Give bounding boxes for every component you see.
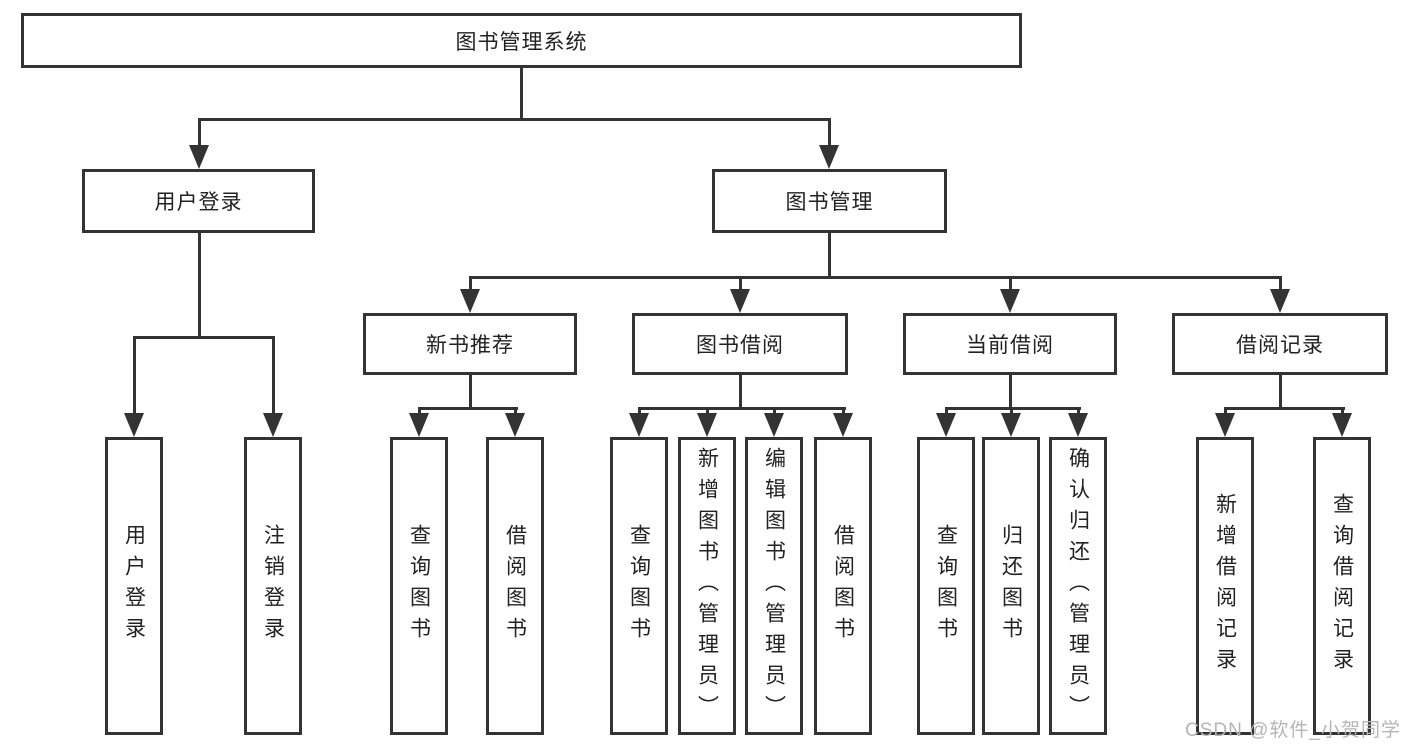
- node-label: 注销登录: [261, 524, 285, 648]
- node-label: 新增借阅记录: [1213, 493, 1237, 679]
- csdn-watermark: CSDN @软件_小贺同学: [1185, 720, 1401, 741]
- node-label: 新增图书（管理员）: [695, 446, 719, 726]
- connector-leg: [773, 407, 776, 417]
- node-label: 用户登录: [122, 524, 146, 648]
- connector-group-rail: [638, 407, 846, 410]
- node-book-borrowing: 图书借阅: [632, 313, 848, 375]
- node-label: 查询图书: [934, 524, 958, 648]
- arrow-down-icon: [1215, 413, 1235, 437]
- connector-leg: [418, 407, 421, 417]
- connector-leg: [706, 407, 709, 417]
- node-leaf-confirm-return-admin: 确认归还（管理员）: [1049, 437, 1107, 735]
- node-leaf-edit-book-admin: 编辑图书（管理员）: [745, 437, 803, 735]
- node-leaf-borrow-books-recommend: 借阅图书: [486, 437, 544, 735]
- node-user-login: 用户登录: [82, 169, 315, 233]
- connector-leg: [1224, 407, 1227, 417]
- arrow-down-icon: [1270, 289, 1290, 313]
- node-current-borrowing: 当前借阅: [903, 313, 1117, 375]
- arrow-down-icon: [629, 413, 649, 437]
- arrow-down-icon: [764, 413, 784, 437]
- connector-root-stem: [520, 68, 523, 121]
- connector-drop-book-management: [828, 118, 831, 150]
- node-leaf-add-borrow-record: 新增借阅记录: [1196, 437, 1254, 735]
- node-label: 查询图书: [627, 524, 651, 648]
- connector-leg: [1077, 407, 1080, 417]
- node-leaf-borrow-books-borrowing: 借阅图书: [814, 437, 872, 735]
- arrow-down-icon: [409, 413, 429, 437]
- arrow-down-icon: [819, 145, 839, 169]
- arrow-down-icon: [936, 413, 956, 437]
- connector-level2-rail: [198, 118, 831, 121]
- connector-leg: [842, 407, 845, 417]
- connector-leg: [272, 336, 275, 416]
- node-leaf-query-books-recommend: 查询图书: [390, 437, 448, 735]
- connector-stem: [469, 375, 472, 410]
- connector-leg: [638, 407, 641, 417]
- node-label: 确认归还（管理员）: [1066, 446, 1090, 726]
- node-label: 编辑图书（管理员）: [762, 446, 786, 726]
- node-root-label: 图书管理系统: [455, 30, 588, 54]
- connector-leg: [1009, 276, 1012, 292]
- node-label: 借阅记录: [1236, 334, 1324, 357]
- connector-group-rail: [418, 407, 518, 410]
- node-leaf-query-books-borrowing: 查询图书: [610, 437, 668, 735]
- node-label: 新书推荐: [426, 334, 514, 357]
- arrow-down-icon: [1068, 413, 1088, 437]
- arrow-down-icon: [1000, 289, 1020, 313]
- node-label: 借阅图书: [831, 524, 855, 648]
- connector-leg: [133, 336, 136, 416]
- arrow-down-icon: [505, 413, 525, 437]
- node-label: 归还图书: [999, 524, 1023, 648]
- arrow-down-icon: [124, 413, 144, 437]
- arrow-down-icon: [1001, 413, 1021, 437]
- connector-leg: [1279, 276, 1282, 292]
- node-label: 图书借阅: [696, 334, 784, 357]
- node-leaf-query-borrow-record: 查询借阅记录: [1313, 437, 1371, 735]
- connector-stem: [1279, 375, 1282, 410]
- arrow-down-icon: [460, 289, 480, 313]
- node-root: 图书管理系统: [21, 13, 1022, 68]
- node-book-management: 图书管理: [712, 169, 947, 233]
- connector-leg: [1010, 407, 1013, 417]
- node-label: 当前借阅: [966, 334, 1054, 357]
- arrow-down-icon: [697, 413, 717, 437]
- connector-leg: [1341, 407, 1344, 417]
- connector-group-rail: [945, 407, 1081, 410]
- arrow-down-icon: [263, 413, 283, 437]
- connector-stem: [1009, 375, 1012, 410]
- connector-drop-user-login: [198, 118, 201, 150]
- connector-user-login-stem: [198, 233, 201, 339]
- node-label: 图书管理: [785, 191, 874, 214]
- node-leaf-add-book-admin: 新增图书（管理员）: [678, 437, 736, 735]
- connector-stem: [739, 375, 742, 410]
- connector-user-login-rail: [133, 336, 275, 339]
- arrow-down-icon: [189, 145, 209, 169]
- node-leaf-user-login: 用户登录: [105, 437, 163, 735]
- node-borrowing-records: 借阅记录: [1172, 313, 1388, 375]
- arrow-down-icon: [833, 413, 853, 437]
- node-label: 用户登录: [154, 191, 243, 214]
- arrow-down-icon: [1332, 413, 1352, 437]
- connector-leg: [739, 276, 742, 292]
- connector-book-management-stem: [828, 233, 831, 279]
- node-label: 借阅图书: [503, 524, 527, 648]
- arrow-down-icon: [730, 289, 750, 313]
- connector-leg: [469, 276, 472, 292]
- node-new-book-recommend: 新书推荐: [363, 313, 577, 375]
- connector-leg: [514, 407, 517, 417]
- node-leaf-return-books: 归还图书: [982, 437, 1040, 735]
- node-leaf-query-books-current: 查询图书: [917, 437, 975, 735]
- connector-leg: [945, 407, 948, 417]
- node-leaf-logout: 注销登录: [244, 437, 302, 735]
- connector-group-rail: [1224, 407, 1345, 410]
- connector-level3-rail: [469, 276, 1282, 279]
- node-label: 查询借阅记录: [1330, 493, 1354, 679]
- node-label: 查询图书: [407, 524, 431, 648]
